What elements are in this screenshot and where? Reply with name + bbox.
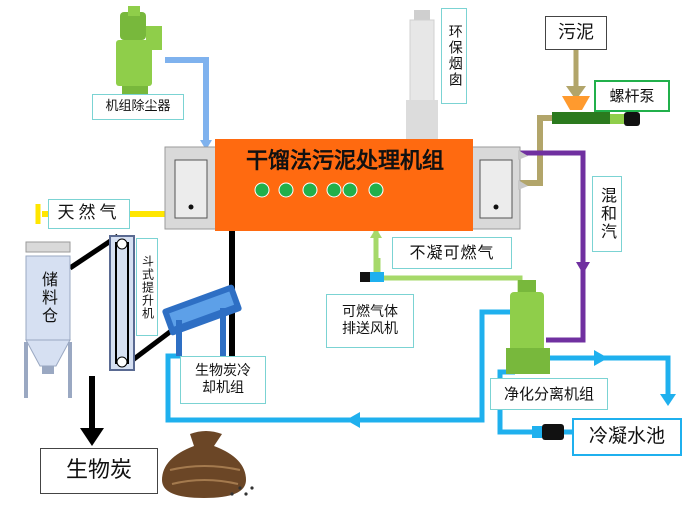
- recycle-water-pipe: [165, 309, 515, 423]
- bucket-elevator-label: 斗式提升机: [136, 238, 158, 336]
- sludge-label: 污泥: [545, 16, 607, 50]
- condensate-pump-icon: [532, 424, 564, 440]
- condensate-down-arrow: [660, 394, 676, 406]
- mixed-steam-pipe: [518, 150, 586, 343]
- unit-title: 干馏法污泥处理机组: [245, 148, 444, 174]
- storage-bin-label: 储料仓: [39, 271, 58, 325]
- sludge-chute-arrow: [566, 86, 586, 100]
- purification-unit-label: 净化分离机组: [490, 378, 608, 410]
- screw-pump-icon: [552, 96, 640, 126]
- dust-collector-pipe: [165, 57, 209, 140]
- mixed-steam-label: 混和汽: [592, 176, 622, 252]
- biochar-sack-icon: [162, 431, 254, 498]
- condensate-pipe: [540, 355, 671, 398]
- recycle-arrow: [346, 412, 360, 428]
- screw-pump-label: 螺杆泵: [594, 80, 670, 112]
- gas-fan-icon: [360, 272, 384, 282]
- dust-pipe-arrow: [200, 140, 212, 150]
- bucket-elevator-icon: [109, 235, 135, 371]
- storage-bin-icon: [24, 241, 72, 398]
- dust-collector-label: 机组除尘器: [92, 94, 184, 120]
- gas-pipe-arrow: [370, 228, 382, 238]
- chimney-icon: [406, 10, 438, 140]
- burner-nozzles: [254, 182, 384, 198]
- condensate-arrow: [594, 350, 608, 366]
- condensate-pool-label: 冷凝水池: [572, 418, 682, 456]
- purification-unit-icon: [506, 280, 550, 374]
- noncondensable-gas-label: 不凝可燃气: [392, 237, 512, 269]
- gas-fan-label: 可燃气体 排送风机: [326, 294, 414, 348]
- dust-collector-icon: [116, 6, 162, 96]
- biochar-cooler-icon: [162, 284, 242, 356]
- biochar-label: 生物炭: [40, 448, 158, 494]
- biochar-cooler-label: 生物炭冷 却机组: [180, 356, 266, 404]
- biochar-down-arrow: [80, 428, 104, 446]
- reactor-unit: [164, 139, 528, 231]
- chimney-label: 环保烟囱: [441, 8, 467, 104]
- natural-gas-label: 天然气: [48, 199, 130, 229]
- mixed-steam-arrow: [576, 262, 590, 274]
